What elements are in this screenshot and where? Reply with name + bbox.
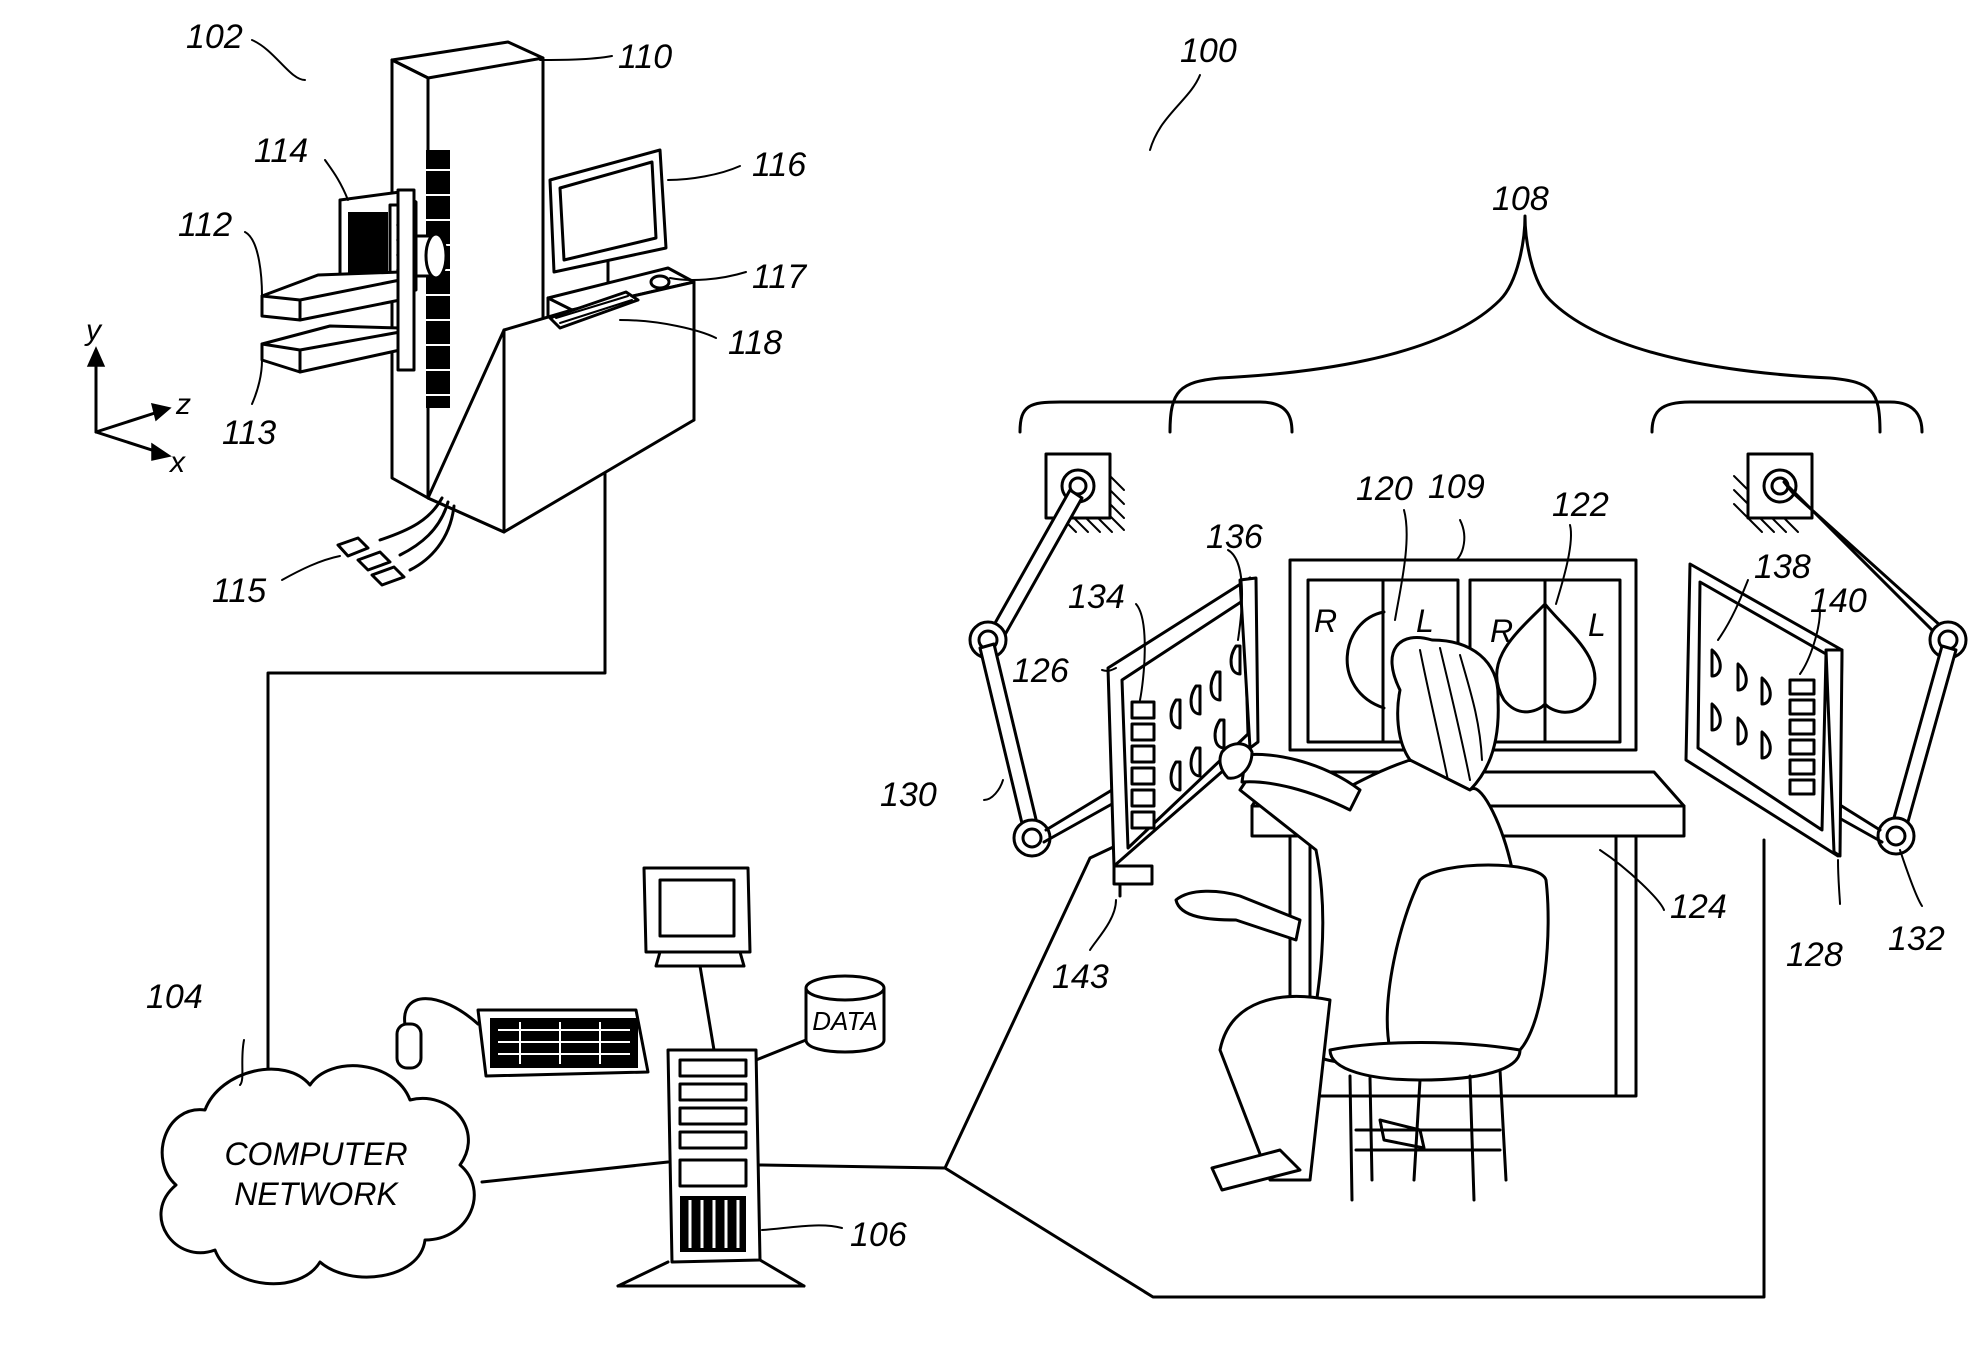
footswitch xyxy=(338,538,368,556)
ref-102: 102 xyxy=(186,18,243,56)
ref-134: 134 xyxy=(1068,578,1125,616)
ref-116: 116 xyxy=(752,146,806,184)
data-storage: DATA xyxy=(806,976,884,1052)
ref-118: 118 xyxy=(728,324,782,362)
bracket-108 xyxy=(1170,216,1880,432)
left-touch-display xyxy=(1108,578,1258,896)
bracket-right-display xyxy=(1652,402,1922,432)
axis-triad: y z x xyxy=(84,314,191,479)
ref-128: 128 xyxy=(1786,936,1843,974)
axis-label-z: z xyxy=(175,388,191,421)
compression-paddle xyxy=(262,272,400,320)
ref-138: 138 xyxy=(1754,548,1811,586)
ref-110: 110 xyxy=(618,38,672,76)
imaging-modality xyxy=(262,42,694,585)
ref-106: 106 xyxy=(850,1216,907,1254)
network-label-line1: COMPUTER xyxy=(224,1136,407,1172)
ref-117: 117 xyxy=(752,258,807,296)
display-left-r-label: R xyxy=(1314,603,1337,639)
server-mouse xyxy=(397,1024,421,1068)
axis-label-x: x xyxy=(168,446,186,479)
network-label-line2: NETWORK xyxy=(234,1176,399,1212)
server: DATA xyxy=(397,868,884,1286)
ref-140: 140 xyxy=(1810,582,1867,620)
ref-109: 109 xyxy=(1428,468,1485,506)
display-left-l-label: L xyxy=(1416,603,1434,639)
axis-label-y: y xyxy=(84,314,103,347)
ref-104: 104 xyxy=(146,978,203,1016)
ref-122: 122 xyxy=(1552,486,1609,524)
computer-network-cloud: COMPUTER NETWORK xyxy=(161,1066,474,1284)
ref-120: 120 xyxy=(1356,470,1413,508)
ref-132: 132 xyxy=(1888,920,1945,958)
data-storage-label: DATA xyxy=(812,1006,877,1036)
ref-114: 114 xyxy=(254,132,308,170)
ref-113: 113 xyxy=(222,414,276,452)
ref-115: 115 xyxy=(212,572,266,610)
ref-130: 130 xyxy=(880,776,937,814)
ref-124: 124 xyxy=(1670,888,1727,926)
bracket-left-display xyxy=(1020,402,1292,432)
breast-support-platform xyxy=(262,326,400,372)
ref-126: 126 xyxy=(1012,652,1069,690)
ref-136: 136 xyxy=(1206,518,1263,556)
ref-112: 112 xyxy=(178,206,232,244)
ref-100: 100 xyxy=(1180,32,1237,70)
ref-143: 143 xyxy=(1052,958,1109,996)
ref-108: 108 xyxy=(1492,180,1549,218)
display-right-l-label: L xyxy=(1588,607,1606,643)
operator-mouse xyxy=(651,276,669,288)
